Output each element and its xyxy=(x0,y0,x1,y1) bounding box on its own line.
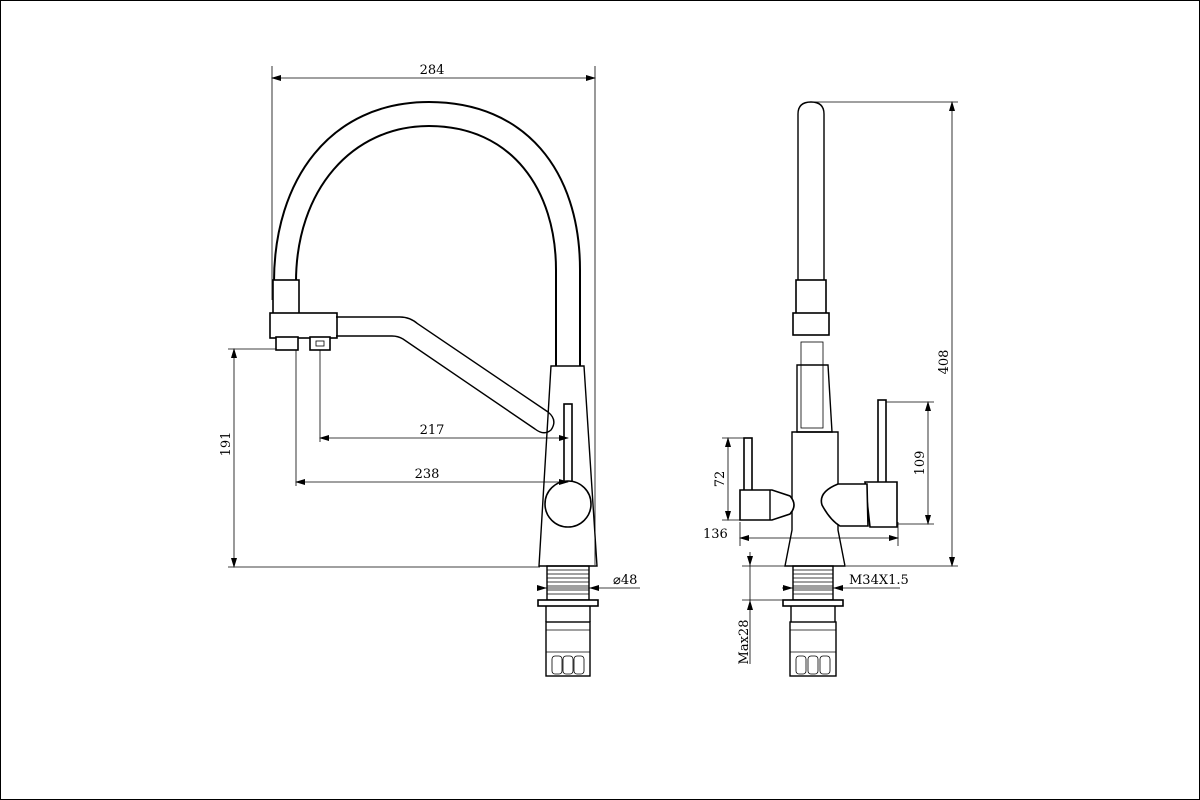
front-spout-arch xyxy=(273,100,581,366)
dim-front-width: 284 xyxy=(420,63,445,78)
side-dimensions: 408 109 72 136 M34X1.5 Max28 xyxy=(703,101,958,665)
side-nut xyxy=(789,621,837,677)
dim-spout-height: 191 xyxy=(219,432,234,457)
dim-side-height: 408 xyxy=(937,350,952,375)
front-lever-knob xyxy=(544,480,592,528)
side-thread xyxy=(792,565,834,601)
front-thread xyxy=(546,565,590,601)
side-spout xyxy=(797,101,825,282)
front-spray-collar xyxy=(272,279,300,315)
dim-base-diameter: ⌀48 xyxy=(613,573,637,588)
front-body xyxy=(538,365,598,567)
front-lever xyxy=(563,403,573,491)
dim-spout-reach-217: 217 xyxy=(420,423,445,438)
front-dimensions: 284 217 238 191 ⌀48 xyxy=(219,63,640,591)
side-spray-collar xyxy=(792,312,830,336)
front-view xyxy=(269,100,599,677)
side-left-lever xyxy=(743,437,753,499)
front-spray-head xyxy=(269,312,338,339)
dim-thread: M34X1.5 xyxy=(849,573,909,588)
dim-lever-height-left: 72 xyxy=(713,471,728,488)
front-nut xyxy=(545,621,591,677)
side-right-lever xyxy=(877,399,887,491)
dim-max-thickness: Max28 xyxy=(737,620,752,665)
dim-lever-height-right: 109 xyxy=(913,451,928,476)
dim-spout-reach-238: 238 xyxy=(415,467,440,482)
dim-side-width: 136 xyxy=(703,527,728,542)
side-view xyxy=(739,101,898,677)
side-body xyxy=(796,364,833,433)
front-pullout-arm xyxy=(336,316,555,434)
